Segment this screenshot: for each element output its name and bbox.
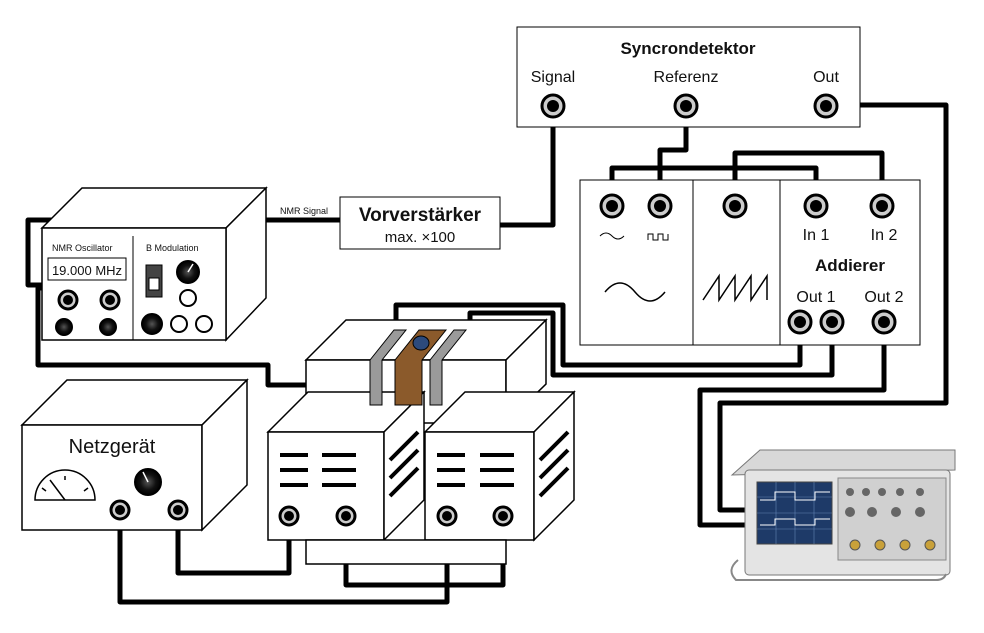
modulation-jack-small[interactable] (179, 289, 197, 307)
scope-trace-2 (760, 518, 830, 526)
square-jack[interactable] (647, 193, 673, 219)
cable-sync-out-to-scope (717, 102, 949, 513)
modulation-jack-a[interactable] (170, 315, 188, 333)
pole-piece-left (369, 329, 408, 406)
preamp-title: Vorverstärker (359, 205, 482, 226)
in1-jack[interactable] (803, 193, 829, 219)
referenz-port-label: Referenz (654, 69, 719, 86)
sine-jack[interactable] (599, 193, 625, 219)
cable-out1-to-coil (393, 302, 803, 368)
out1-label: Out 1 (796, 289, 835, 306)
pole-piece-right (429, 329, 468, 406)
in2-label: In 2 (871, 227, 898, 244)
sine-wave-graphic (604, 282, 666, 302)
cable-preamp-to-signal (500, 107, 556, 228)
frequency-display (47, 257, 127, 281)
modulation-switch[interactable] (145, 264, 163, 298)
oscillator-in-jack[interactable] (99, 289, 121, 311)
scope-bnc-3[interactable] (899, 539, 911, 551)
scope-handle (730, 559, 947, 581)
coil-right-jack-a[interactable] (436, 505, 458, 527)
cable-out1b-to-coil (467, 310, 835, 378)
syncdetector-title: Syncrondetektor (620, 39, 755, 58)
in2-jack[interactable] (869, 193, 895, 219)
preamp-gain: max. ×100 (385, 229, 455, 246)
cable-referenz-to-square (657, 107, 689, 205)
modulation-label: B Modulation (146, 243, 199, 253)
signal-port-label: Signal (531, 69, 575, 86)
adder-title: Addierer (815, 256, 885, 275)
coil-left-jack-b[interactable] (335, 505, 357, 527)
adder-box: In 1 In 2 Addierer Out 1 Out 2 (579, 179, 921, 346)
modulation-jack-b[interactable] (195, 315, 213, 333)
out1a-jack[interactable] (787, 309, 813, 335)
out1b-jack[interactable] (819, 309, 845, 335)
syncdetector-box: Syncrondetektor Signal Referenz Out (516, 26, 861, 128)
scope-bnc-1[interactable] (849, 539, 861, 551)
cable-out2-to-scope (697, 322, 887, 528)
referenz-jack[interactable] (673, 93, 699, 119)
modulation-knob[interactable] (176, 260, 200, 284)
scope-trace-1 (760, 491, 830, 501)
square-wave-icon (647, 233, 669, 241)
oscillator-out-jack[interactable] (57, 289, 79, 311)
oscillator-jack-4[interactable] (99, 318, 117, 336)
preamp-box: Vorverstärker max. ×100 NMR Signal (280, 196, 501, 250)
out-port-label: Out (813, 69, 839, 86)
scope-bnc-2[interactable] (874, 539, 886, 551)
magnet-assembly (266, 318, 576, 565)
out2-jack[interactable] (871, 309, 897, 335)
meter-icon (34, 469, 96, 501)
in1-label: In 1 (803, 227, 830, 244)
cable-psu-right (175, 510, 292, 576)
out-jack[interactable] (813, 93, 839, 119)
out2-label: Out 2 (864, 289, 903, 306)
sawtooth-graphic (702, 273, 768, 303)
coil-left-jack-a[interactable] (278, 505, 300, 527)
power-supply-title: Netzgerät (69, 436, 156, 458)
psu-jack-left[interactable] (109, 499, 131, 521)
scope-bnc-4[interactable] (924, 539, 936, 551)
psu-jack-right[interactable] (167, 499, 189, 521)
sample-holder (394, 329, 448, 406)
oscillator-jack-3[interactable] (55, 318, 73, 336)
modulation-knob-2[interactable] (141, 313, 163, 335)
sawtooth-jack[interactable] (722, 193, 748, 219)
oscilloscope (730, 449, 956, 581)
cable-saw-to-in2 (732, 150, 885, 205)
current-knob[interactable] (134, 468, 162, 496)
frequency-value: 19.000 MHz (52, 263, 122, 278)
nmr-signal-label: NMR Signal (280, 206, 328, 216)
coil-right-jack-b[interactable] (492, 505, 514, 527)
nmr-unit: NMR Oscillator B Modulation 19.000 MHz (40, 186, 268, 342)
sine-icon (599, 232, 625, 240)
signal-jack[interactable] (540, 93, 566, 119)
oscillator-label: NMR Oscillator (52, 243, 113, 253)
sample-cap (412, 335, 430, 351)
power-supply: Netzgerät (20, 378, 249, 532)
